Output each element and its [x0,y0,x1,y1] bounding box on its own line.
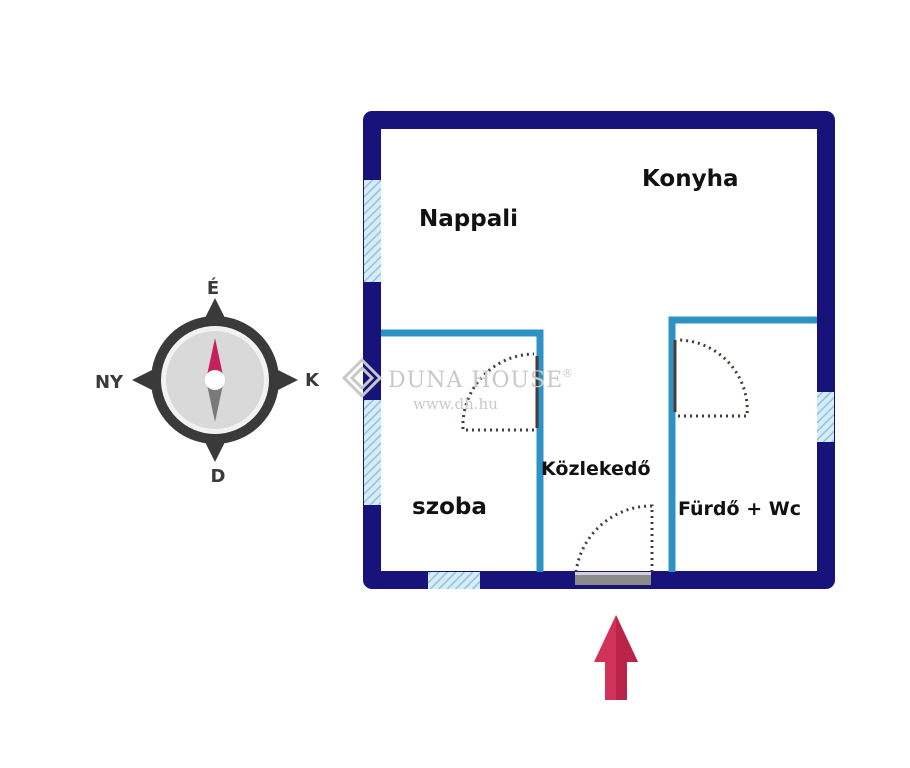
window-furdo [817,392,834,442]
room-label-furdo: Fürdő + Wc [678,498,801,520]
watermark-registered: ® [562,367,574,380]
wall-szoba [381,329,544,572]
compass-spike-north [203,298,227,322]
windows [364,180,834,589]
inner-walls [381,316,817,572]
compass-north-label: É [207,277,219,299]
watermark-url: www.dh.hu [413,395,498,413]
door-leaves [535,340,677,428]
compass-spike-south [203,438,227,462]
door-swing-furdo [677,338,749,418]
entrance-threshold [575,573,651,585]
duna-house-logo-icon [341,357,383,399]
compass-spike-east [274,368,298,392]
wall-furdo [668,316,817,572]
window-bottom [428,572,480,589]
compass-spike-west [132,368,156,392]
room-label-nappali: Nappali [419,206,518,232]
compass-east-label: K [305,370,320,391]
compass-rose: É D NY K [95,277,320,487]
compass-west-label: NY [95,372,124,393]
compass-south-label: D [211,466,226,487]
compass-needle-south [206,380,224,422]
watermark: DUNA HOUSE ® www.dh.hu [341,357,574,413]
room-label-konyha: Konyha [642,166,738,192]
entrance-arrow-icon [594,615,638,700]
room-label-kozlekedo: Közlekedő [541,458,651,480]
window-szoba [364,400,381,505]
window-nappali [364,180,381,282]
door-swing-entrance [574,504,654,573]
compass-needle-north [206,338,224,380]
watermark-brand: DUNA HOUSE [388,368,563,393]
door-swings [461,338,749,573]
room-label-szoba: szoba [412,494,487,520]
